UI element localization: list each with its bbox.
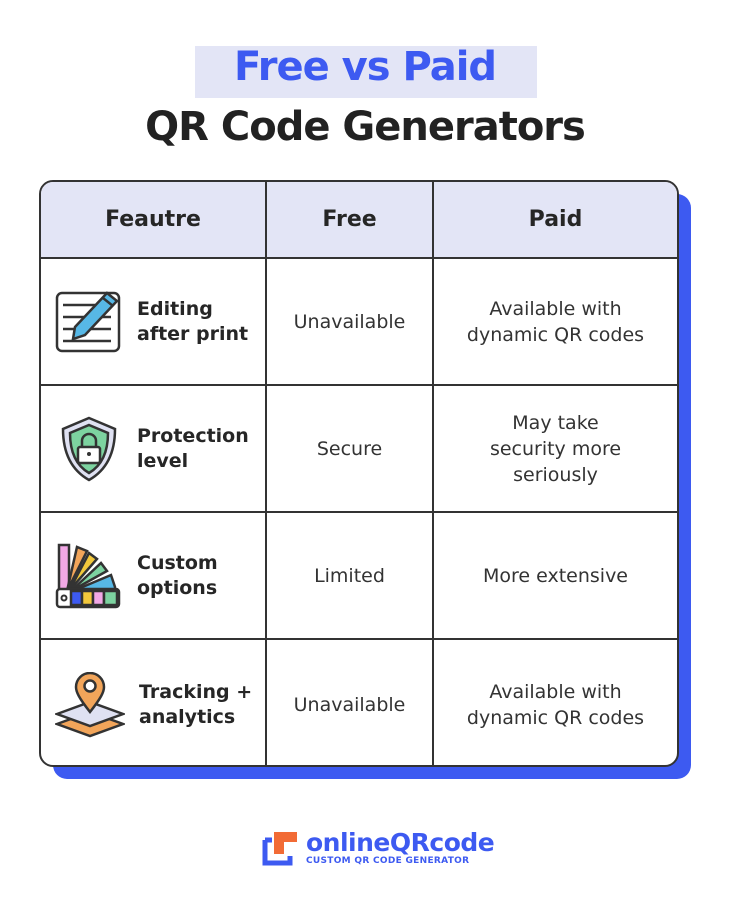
header-feature: Feautre [41,182,267,257]
brand-logo: onlineQRcode CUSTOM QR CODE GENERATOR [262,828,495,866]
paid-value: Available with dynamic QR codes [466,297,645,346]
logo-tagline: CUSTOM QR CODE GENERATOR [306,856,470,866]
paid-value: May take security more seriously [489,411,622,486]
table-row: Custom options Limited More extensive [41,513,677,640]
feature-label: Tracking + analytics [139,680,253,728]
logo-icon [262,832,297,866]
paid-value: Available with dynamic QR codes [466,680,645,729]
feature-label: Custom options [137,551,218,599]
table-header: Feautre Free Paid [41,182,677,259]
edit-document-icon [55,290,121,352]
title-highlight [195,46,537,98]
map-pin-icon [55,671,125,737]
paid-value: More extensive [482,564,629,587]
comparison-table: Feautre Free Paid Editing after print Un… [39,180,679,767]
free-value: Limited [267,513,434,638]
free-value: Unavailable [267,640,434,765]
color-swatch-icon [55,543,121,608]
title-highlight-text: Free vs Paid [233,44,497,90]
header-free: Free [267,182,434,257]
table-row: Editing after print Unavailable Availabl… [41,259,677,386]
table-row: Tracking + analytics Unavailable Availab… [41,640,677,765]
header-paid: Paid [528,206,583,232]
free-value: Unavailable [267,259,434,384]
shield-lock-icon [61,416,117,481]
table-row: Protection level Secure May take securit… [41,386,677,513]
feature-label: Editing after print [137,297,249,345]
logo-name: onlineQRcode [306,828,495,857]
free-value: Secure [267,386,434,511]
page-title: QR Code Generators [145,104,586,150]
feature-label: Protection level [137,424,249,472]
